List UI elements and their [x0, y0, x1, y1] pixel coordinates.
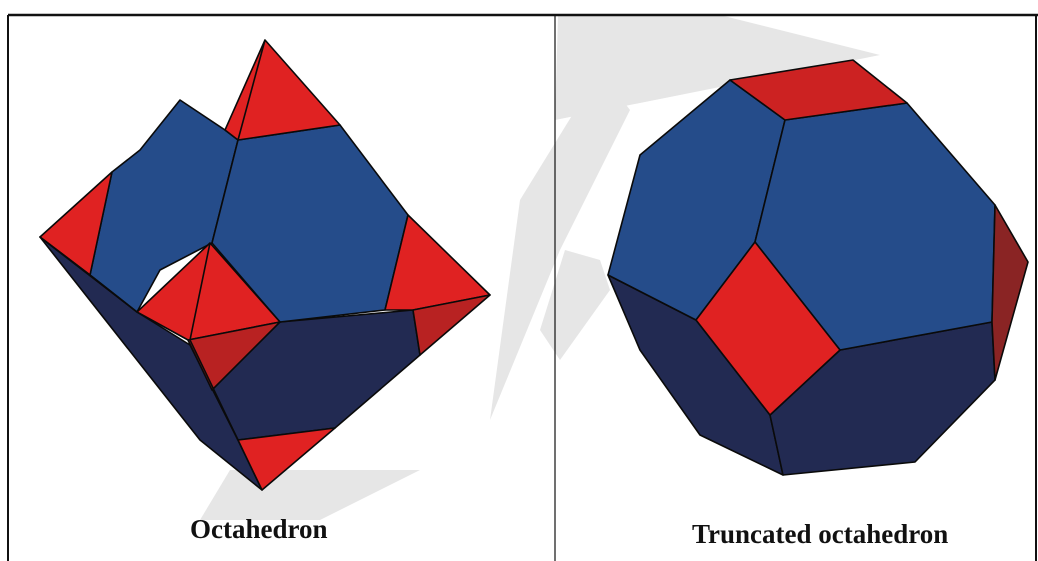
square-face [695, 241, 841, 416]
square-face [237, 427, 336, 491]
truncated-octahedron-caption: Truncated octahedron [692, 519, 949, 549]
square-face [412, 294, 491, 356]
table-frame [7, 13, 1038, 561]
square-face [991, 204, 1029, 381]
square-face [39, 236, 138, 313]
octahedron-caption: Octahedron [190, 514, 328, 544]
square-face [187, 321, 281, 391]
square-face [729, 59, 908, 121]
truncated-octahedron-polyhedron [607, 59, 1029, 476]
octahedron-polyhedron [39, 39, 491, 491]
